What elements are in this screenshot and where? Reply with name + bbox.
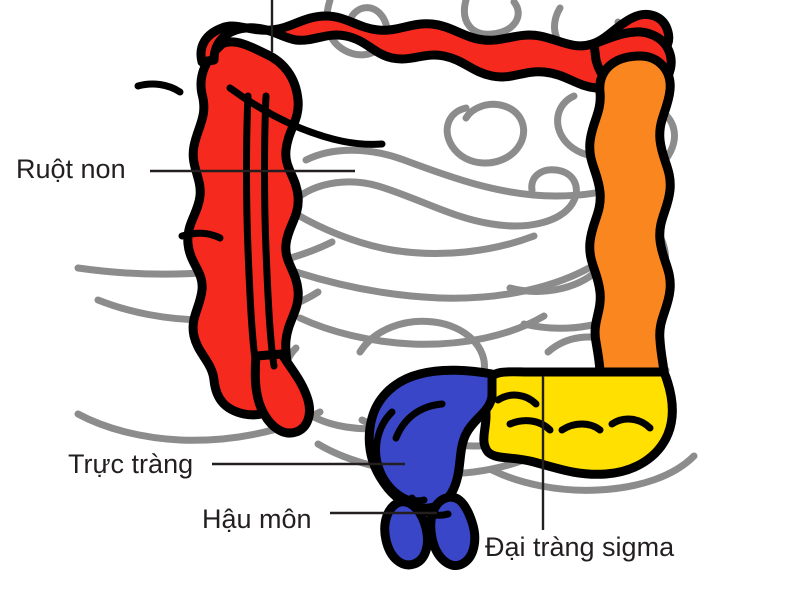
label-sigmoid-colon: Đại tràng sigma <box>485 532 675 562</box>
label-small-intestine: Ruột non <box>16 154 126 184</box>
transverse-colon-shape <box>196 10 674 93</box>
label-anus: Hậu môn <box>202 504 312 534</box>
appendix-shape <box>250 349 314 438</box>
anus-shape <box>380 497 432 570</box>
leader-lines <box>150 0 545 530</box>
descending-colon-shape <box>585 51 675 379</box>
haustra-detail-lines <box>134 80 654 519</box>
label-rectum: Trực tràng <box>68 449 194 479</box>
anus-shape-second-lobe <box>426 492 480 570</box>
